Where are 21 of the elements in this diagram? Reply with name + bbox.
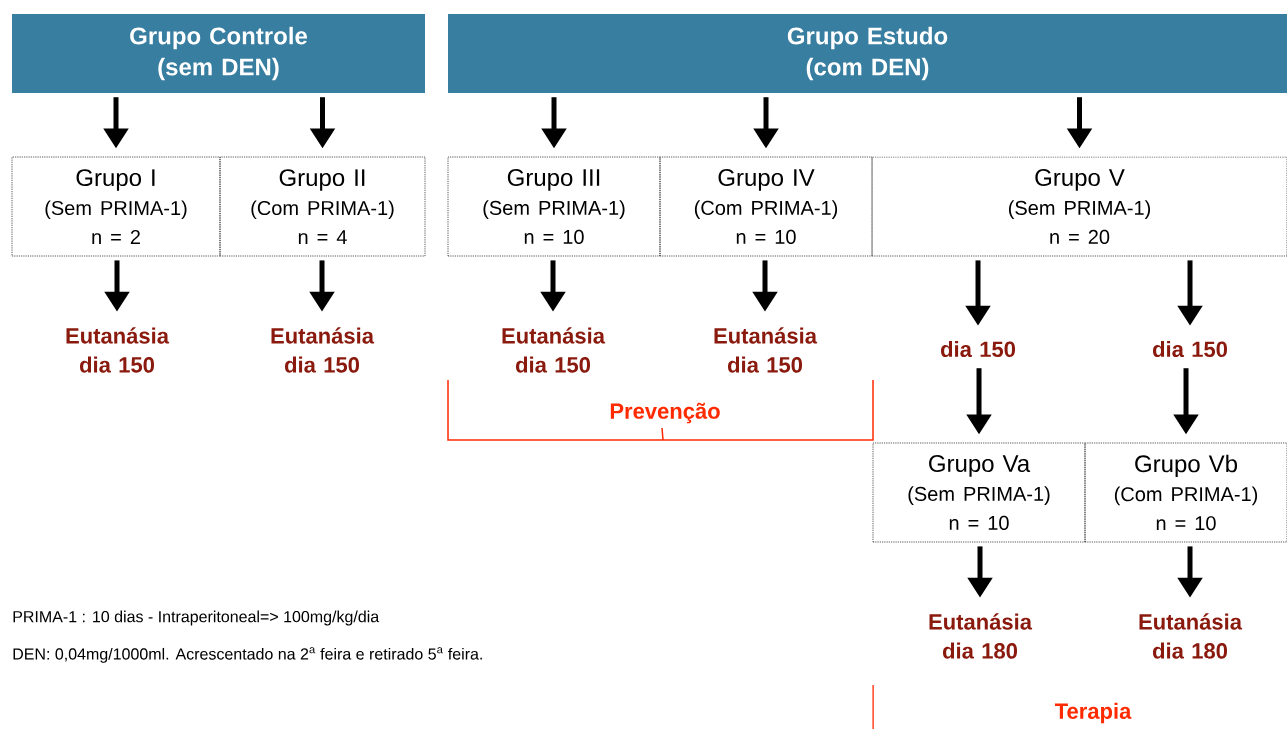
outcome-label: Eutanásia dia 180 bbox=[929, 613, 1033, 659]
header-banner: Grupo Estudo (com DEN) bbox=[448, 14, 1287, 93]
group-box: Grupo V (Sem PRIMA-1) n = 20 bbox=[871, 156, 1287, 257]
outcome-label: Eutanásia dia 150 bbox=[502, 327, 606, 373]
group-box: Grupo Va (Sem PRIMA-1) n = 10 bbox=[872, 442, 1086, 543]
note-text: PRIMA-1 : 10 dias - Intraperitoneal=> 100mg/kg/dia bbox=[13, 610, 380, 626]
header-banner: Grupo Controle (sem DEN) bbox=[12, 14, 425, 93]
group-box: Grupo I (Sem PRIMA-1) n = 2 bbox=[11, 156, 221, 257]
group-box: Grupo II (Com PRIMA-1) n = 4 bbox=[219, 156, 426, 257]
group-box: Grupo Vb (Com PRIMA-1) n = 10 bbox=[1084, 442, 1287, 543]
outcome-label: Eutanásia dia 150 bbox=[714, 327, 818, 373]
group-box: Grupo III (Sem PRIMA-1) n = 10 bbox=[447, 156, 661, 257]
bracket-label: Terapia bbox=[1054, 702, 1132, 724]
outcome-label: dia 150 bbox=[1153, 340, 1227, 358]
outcome-label: dia 150 bbox=[941, 340, 1015, 358]
bracket-label: Prevenção bbox=[610, 402, 720, 424]
outcome-label: Eutanásia dia 180 bbox=[1139, 613, 1243, 659]
outcome-label: Eutanásia dia 150 bbox=[66, 327, 170, 373]
group-box: Grupo IV (Com PRIMA-1) n = 10 bbox=[659, 156, 873, 257]
outcome-label: Eutanásia dia 150 bbox=[271, 327, 375, 373]
note-text: DEN: 0,04mg/1000ml. Acrescentado na 2$^{a}$ feira e retirado 5$^{a}$ feira. bbox=[13, 647, 482, 663]
